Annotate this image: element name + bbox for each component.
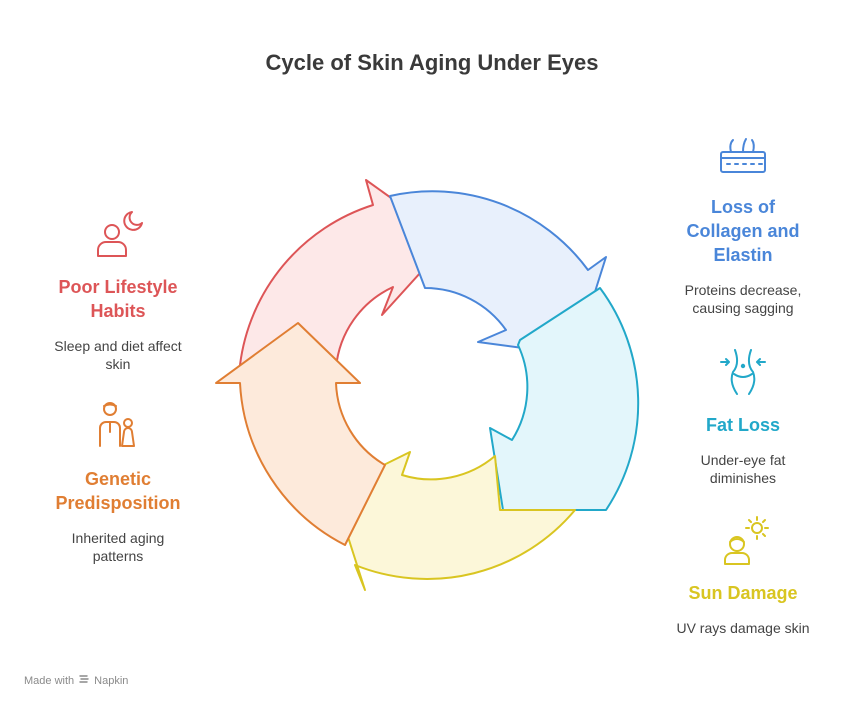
item-lifestyle: Poor Lifestyle Habits Sleep and diet aff… xyxy=(30,206,206,373)
cycle-segment-collagen xyxy=(389,190,607,356)
item-lifestyle-desc-line1: Sleep and diet affect xyxy=(54,338,182,354)
person-sun-icon xyxy=(655,514,831,571)
item-lifestyle-desc-line2: skin xyxy=(105,356,131,372)
item-fat: Fat Loss Under-eye fat diminishes xyxy=(655,346,831,487)
item-fat-desc-line1: Under-eye fat xyxy=(700,452,786,468)
waist-icon xyxy=(655,346,831,403)
family-icon xyxy=(30,398,206,457)
item-sun-heading: Sun Damage xyxy=(688,583,798,603)
item-genetic: Genetic Predisposition Inherited aging p… xyxy=(30,398,206,565)
item-genetic-heading-line2: Predisposition xyxy=(55,493,181,513)
item-collagen-heading-line3: Elastin xyxy=(713,245,773,265)
item-genetic-desc-line2: patterns xyxy=(92,548,144,564)
cycle-segment-fat xyxy=(489,287,640,511)
cycle-segment-genetic xyxy=(215,322,386,546)
skin-layer-icon xyxy=(655,134,831,183)
footer-brand: Napkin xyxy=(94,674,129,687)
item-sun-desc: UV rays damage skin xyxy=(676,620,810,636)
footer-prefix: Made with xyxy=(24,674,75,687)
item-sun: Sun Damage UV rays damage skin xyxy=(655,514,831,637)
diagram-title: Cycle of Skin Aging Under Eyes xyxy=(265,50,599,75)
item-collagen-desc-line2: causing sagging xyxy=(692,300,794,316)
person-moon-icon xyxy=(30,206,206,265)
item-genetic-desc-line1: Inherited aging xyxy=(71,530,165,546)
item-fat-desc-line2: diminishes xyxy=(709,470,777,486)
napkin-logo-icon xyxy=(78,673,90,688)
item-collagen-desc-line1: Proteins decrease, xyxy=(684,282,802,298)
item-collagen: Loss of Collagen and Elastin Proteins de… xyxy=(655,134,831,317)
cycle-segment-sun xyxy=(332,451,576,591)
item-collagen-heading-line1: Loss of xyxy=(710,197,775,217)
item-lifestyle-heading-line1: Poor Lifestyle xyxy=(58,277,178,297)
item-lifestyle-heading-line2: Habits xyxy=(90,301,146,321)
cycle-segment-lifestyle xyxy=(239,179,451,369)
item-fat-heading: Fat Loss xyxy=(705,415,780,435)
item-genetic-heading-line1: Genetic xyxy=(84,469,152,489)
footer-credit: Made with Napkin xyxy=(24,673,128,688)
item-collagen-heading-line2: Collagen and xyxy=(686,221,800,241)
